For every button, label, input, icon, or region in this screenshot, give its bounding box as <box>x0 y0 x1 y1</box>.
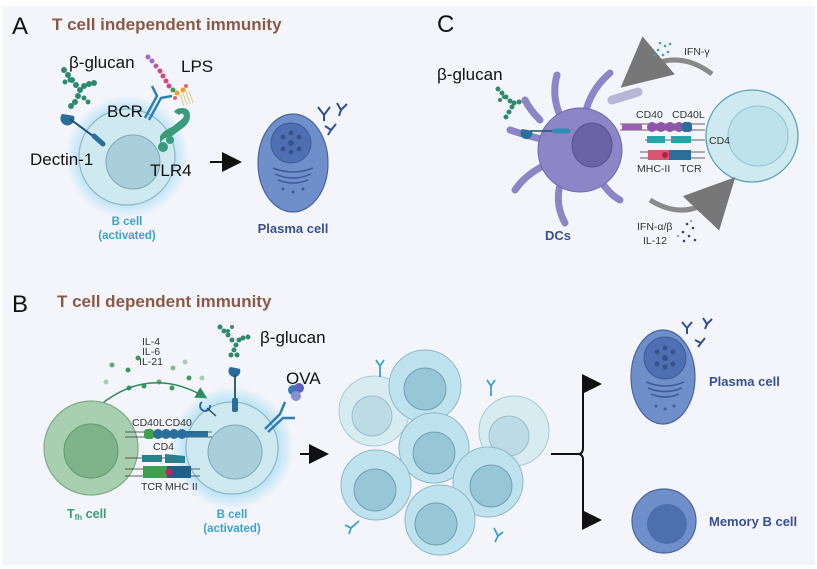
proliferating-b-cells <box>338 349 550 556</box>
dectin-1-receptor-icon-c <box>520 128 571 140</box>
beta-glucan-icon-c <box>495 86 527 120</box>
differentiation-bracket <box>551 374 602 530</box>
tlr4-receptor-icon <box>158 108 190 152</box>
panel-c: C β-glucan <box>437 11 799 247</box>
b-cell-clone <box>388 349 462 423</box>
lps-molecule-icon <box>145 54 194 107</box>
b-cell-clone <box>404 484 476 556</box>
cd40l-label-b: CD40L <box>132 417 165 429</box>
dectin-1-receptor-icon-b <box>228 367 241 412</box>
dendritic-cell <box>506 69 643 227</box>
bcr-antibody-icon <box>143 85 173 121</box>
cd40-label-b: CD40 <box>165 417 192 429</box>
il4-label: IL-4 <box>142 336 160 348</box>
b-cell-label-b-2: (activated) <box>203 523 261 535</box>
mhc2-label-c: MHC-II <box>637 163 670 175</box>
tcr-label-c: TCR <box>680 163 702 175</box>
bcr-label: BCR <box>107 102 143 121</box>
b-cell-activated-b <box>170 386 294 510</box>
beta-glucan-icon-b <box>217 324 251 358</box>
beta-glucan-label-a: β-glucan <box>69 53 135 72</box>
cytokines-il-label: IL-4 IL-6 IL-21 <box>139 336 163 368</box>
beta-glucan-label-b: β-glucan <box>260 328 326 347</box>
b-cell-clone <box>398 412 470 484</box>
lps-label: LPS <box>181 57 213 76</box>
dcs-label: DCs <box>545 228 571 243</box>
beta-glucan-label-c: β-glucan <box>437 65 503 84</box>
dectin-1-receptor-icon <box>60 114 106 147</box>
panel-b-title: T cell dependent immunity <box>57 292 272 311</box>
ifn-ab-arrow <box>648 177 736 231</box>
cd4-label-b: CD4 <box>153 441 174 453</box>
cd40-label-c: CD40 <box>636 109 663 121</box>
ifn-ab-particles-icon <box>676 219 697 243</box>
il21-label: IL-21 <box>139 356 163 368</box>
b-cell-activated-a <box>65 95 189 219</box>
il6-label: IL-6 <box>142 346 160 358</box>
immune-synapse-b <box>125 429 212 478</box>
cd4-t-cell <box>705 89 799 183</box>
receptor-icon-b <box>199 401 217 417</box>
panel-a: A T cell independent immunity β-glucan D… <box>12 13 348 242</box>
ova-label: OVA <box>286 369 321 388</box>
antibodies-on-clones-icon <box>344 359 504 543</box>
bcr-antibody-icon-b <box>264 401 295 433</box>
cd40l-label-c: CD40L <box>672 109 705 121</box>
panel-a-title: T cell independent immunity <box>52 15 282 34</box>
memory-b-cell-label: Memory B cell <box>709 514 797 529</box>
ova-antigen-icon <box>288 383 304 401</box>
b-cell-clone <box>338 375 410 447</box>
cytokine-arrow <box>99 382 208 406</box>
plasma-cell-b <box>630 329 696 425</box>
panel-b-letter: B <box>12 291 28 318</box>
ifn-gamma-arrow <box>620 36 714 88</box>
b-cell-clone <box>340 449 412 521</box>
mhc2-label-b: MHC II <box>165 481 198 493</box>
tfh-T: T <box>67 507 75 521</box>
panel-c-letter: C <box>437 11 454 38</box>
b-cell-clone <box>452 446 524 518</box>
plasma-cell-label-b: Plasma cell <box>709 374 780 389</box>
panel-a-letter: A <box>12 13 28 40</box>
plasma-cell-label-a: Plasma cell <box>258 221 329 236</box>
b-cell-label-a-2: (activated) <box>98 230 156 242</box>
tfh-cell <box>43 400 139 496</box>
tfh-cell-label: Tfh cell <box>67 507 107 522</box>
tcr-label-b: TCR <box>141 481 163 493</box>
cd4-label-c: CD4 <box>709 135 730 147</box>
antibodies-icon-a <box>317 102 348 136</box>
tlr4-label: TLR4 <box>150 161 192 180</box>
ifn-gamma-particles-icon <box>653 41 672 57</box>
b-cell-label-b-1: B cell <box>217 509 248 521</box>
panel-b: B T cell dependent immunity IL-4 IL-6 IL… <box>12 291 797 556</box>
plasma-cell-a <box>257 113 329 213</box>
immune-synapse-c <box>620 122 705 160</box>
antibodies-icon-b <box>681 317 713 348</box>
memory-b-cell <box>631 488 697 554</box>
ifn-gamma-label: IFN-γ <box>684 46 710 58</box>
tfh-subscript: fh <box>75 513 83 522</box>
ifn-ab-label: IFN-α/β <box>637 221 672 233</box>
b-cell-label-a-1: B cell <box>112 216 143 228</box>
tfh-cell-word: cell <box>82 507 106 521</box>
dectin-1-label: Dectin-1 <box>30 150 93 169</box>
beta-glucan-icon <box>61 67 97 109</box>
il12-label: IL-12 <box>643 235 667 247</box>
